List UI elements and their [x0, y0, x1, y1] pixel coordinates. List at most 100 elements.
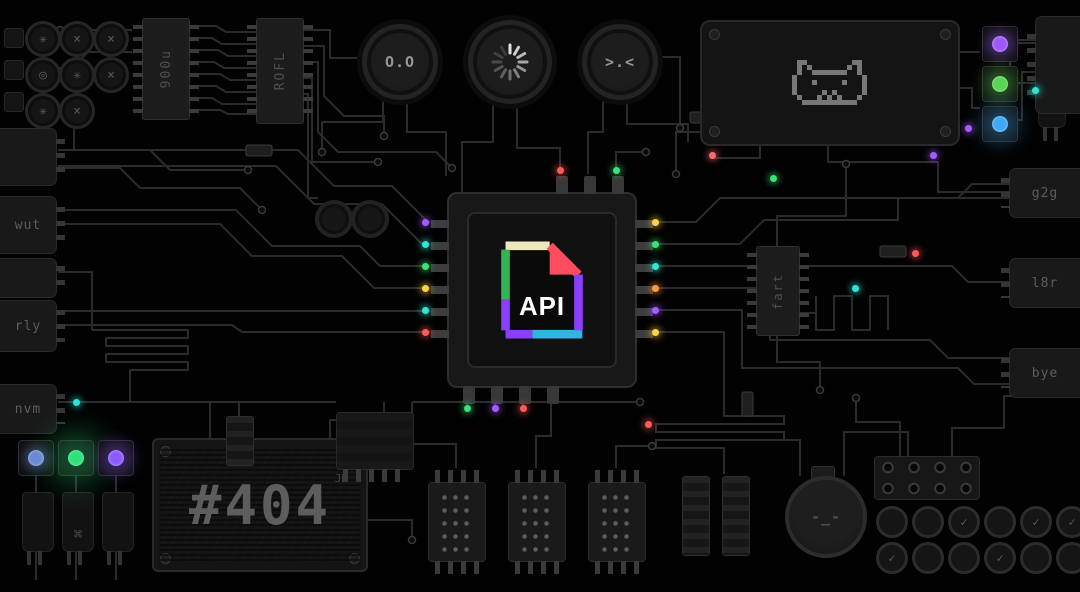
- led-module: [58, 440, 94, 476]
- capacitor-top: ✳: [59, 57, 95, 93]
- edge-connector: [0, 128, 65, 186]
- screw-icon: [349, 553, 360, 564]
- chip-legs: [595, 470, 639, 483]
- chip-pin: [463, 386, 475, 404]
- edge-connector-rly: rly: [0, 300, 65, 352]
- capacitor-top: ×: [59, 21, 95, 57]
- led: [852, 285, 859, 292]
- pad-grid: [519, 491, 555, 553]
- transistor-legs: [1043, 127, 1061, 141]
- capacitor: [351, 200, 389, 238]
- error-display-404: #404 JK: [152, 438, 368, 572]
- chip-legs: [435, 470, 479, 483]
- screw-icon: [940, 126, 951, 137]
- capacitor-top: ✳: [25, 93, 61, 129]
- led: [422, 241, 429, 248]
- pad-grid: [439, 491, 475, 553]
- led: [912, 250, 919, 257]
- solder-pad: [912, 506, 944, 538]
- capacitor-top: ×: [59, 93, 95, 129]
- solder-pad: [912, 542, 944, 574]
- port-label-wut: wut: [14, 217, 42, 233]
- api-file-icon: API: [501, 241, 583, 339]
- led-module: [982, 66, 1018, 102]
- screw-icon: [160, 446, 171, 457]
- chip-pins: [303, 25, 313, 117]
- chip-legs: [515, 561, 559, 574]
- edge-connector: [1027, 16, 1080, 114]
- error-code-text: #404: [188, 473, 332, 537]
- solder-pad: [1020, 542, 1052, 574]
- led: [770, 175, 777, 182]
- loading-spinner-icon: [491, 43, 529, 81]
- capacitor-spinner: [468, 20, 552, 104]
- led: [520, 405, 527, 412]
- edge-pad: [4, 92, 24, 112]
- led: [613, 167, 620, 174]
- screw-icon: [709, 126, 720, 137]
- led: [492, 405, 499, 412]
- face-squint: >.<: [604, 53, 636, 71]
- capacitor-top: ✳: [25, 21, 61, 57]
- chip-pin: [584, 176, 596, 194]
- led: [652, 285, 659, 292]
- chip-pin: [547, 386, 559, 404]
- port-label-g2g: g2g: [1031, 185, 1059, 201]
- connector: [226, 416, 254, 466]
- ic-pad-chip: [588, 470, 646, 574]
- screw-icon: [709, 29, 720, 40]
- port-label-bye: bye: [1031, 365, 1059, 381]
- screw-icon: [160, 553, 171, 564]
- ic-chip-900u: 900u: [133, 18, 199, 120]
- solder-pad-checked: ✓: [948, 506, 980, 538]
- edge-connector-nvm: nvm: [0, 384, 65, 434]
- transistor: [22, 492, 54, 565]
- led: [652, 219, 659, 226]
- led: [557, 167, 564, 174]
- edge-connector: [0, 258, 65, 298]
- chip-pin: [612, 176, 624, 194]
- led: [1032, 87, 1039, 94]
- solder-pad: [948, 542, 980, 574]
- chip-pin: [519, 386, 531, 404]
- ic-label-900u: 900u: [158, 49, 174, 89]
- chip-pin: [491, 386, 503, 404]
- edge-connector-g2g: g2g: [1001, 168, 1080, 218]
- edge-pad: [4, 60, 24, 80]
- led: [464, 405, 471, 412]
- ic-label-fart: fart: [771, 272, 785, 310]
- solder-pad-checked: ✓: [1056, 506, 1080, 538]
- led: [965, 125, 972, 132]
- api-label: API: [519, 293, 565, 321]
- solder-pad-checked: ✓: [1020, 506, 1052, 538]
- capacitor-top: ◎: [25, 57, 61, 93]
- command-icon: ⌘: [73, 527, 83, 543]
- chip-pins: [247, 25, 257, 117]
- chip-legs: [595, 561, 639, 574]
- led: [709, 152, 716, 159]
- capacitor: [315, 200, 353, 238]
- transistor-legs: [107, 551, 129, 565]
- cat-chip: [700, 20, 960, 146]
- pin-header-connector: [874, 456, 980, 500]
- face-sleepy: -_-: [810, 508, 842, 526]
- capacitor-face-squint: >.<: [582, 24, 658, 100]
- ic-chip-rofl: ROFL: [247, 18, 313, 124]
- chip-pins: [431, 220, 449, 346]
- connector: [682, 476, 710, 556]
- screw-icon: [940, 29, 951, 40]
- chip-legs: [515, 470, 559, 483]
- led: [652, 263, 659, 270]
- edge-connector-bye: bye: [1001, 348, 1080, 398]
- led-module: [982, 26, 1018, 62]
- chip-pins: [189, 25, 199, 113]
- edge-connector-l8r: l8r: [1001, 258, 1080, 308]
- led: [930, 152, 937, 159]
- transistor-legs: [27, 551, 49, 565]
- connector: [722, 476, 750, 556]
- chip-pins: [133, 25, 143, 113]
- ic-pad-chip: [428, 470, 486, 574]
- led: [422, 219, 429, 226]
- port-label-l8r: l8r: [1031, 275, 1059, 291]
- led-module: [98, 440, 134, 476]
